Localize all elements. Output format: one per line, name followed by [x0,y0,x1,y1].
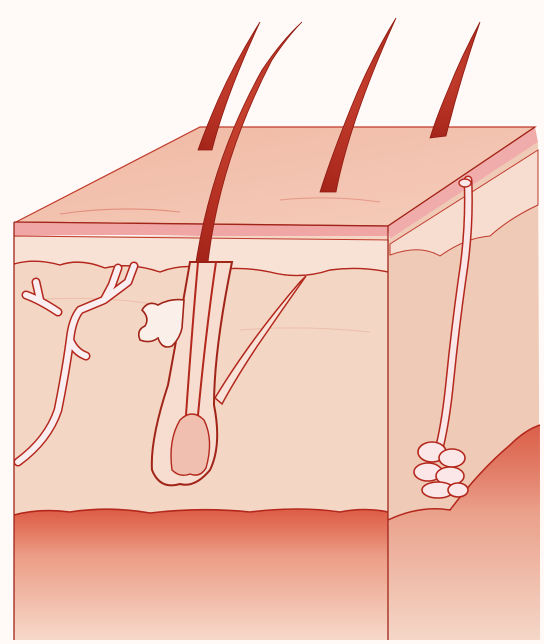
sebaceous-gland [139,300,184,347]
hair-shaft [430,22,480,138]
